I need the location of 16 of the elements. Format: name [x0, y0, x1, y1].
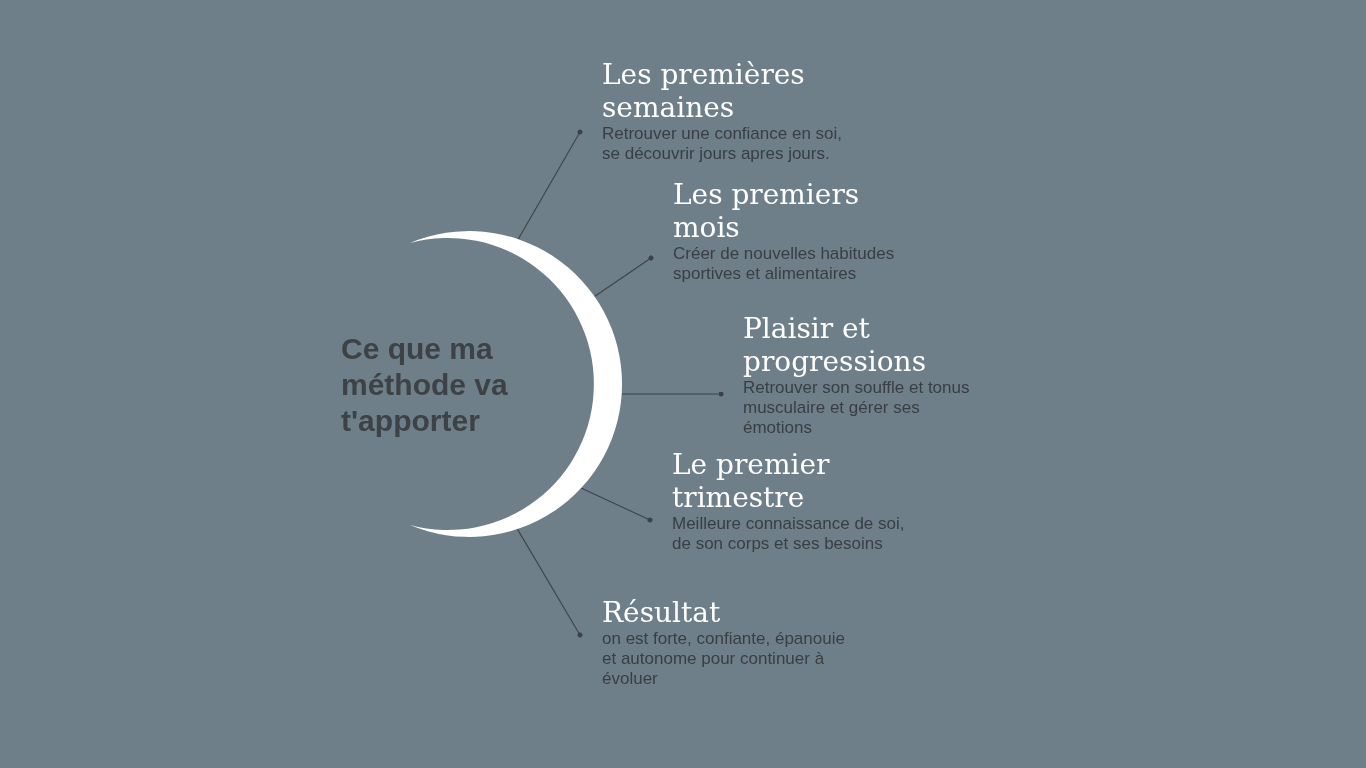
- step-heading: Les premières semaines: [602, 58, 806, 124]
- step-heading: Les premiers mois: [673, 178, 861, 244]
- step-description: Meilleure connaissance de soi, de son corps et ses besoins: [672, 514, 906, 554]
- connector-line: [516, 528, 583, 638]
- connector-line: [517, 129, 583, 240]
- step-heading: Plaisir et progressions: [743, 312, 927, 378]
- diagram-title: Ce que ma méthode va t'apporter: [341, 331, 509, 439]
- connector-line: [580, 487, 653, 523]
- connector-line: [621, 391, 724, 397]
- step-heading: Résultat: [602, 596, 722, 629]
- step-description: Retrouver son souffle et tonus musculaire et gérer ses émotions: [743, 378, 971, 438]
- step-description: Retrouver une confiance en soi, se découvrir jours apres jours.: [602, 124, 844, 164]
- step-heading: Le premier trimestre: [672, 448, 831, 514]
- step-description: Créer de nouvelles habitudes sportives et alimentaires: [673, 244, 896, 284]
- step-description: on est forte, confiante, épanouie et autonome pour continuer à évoluer: [602, 629, 846, 689]
- connector-line: [593, 255, 654, 298]
